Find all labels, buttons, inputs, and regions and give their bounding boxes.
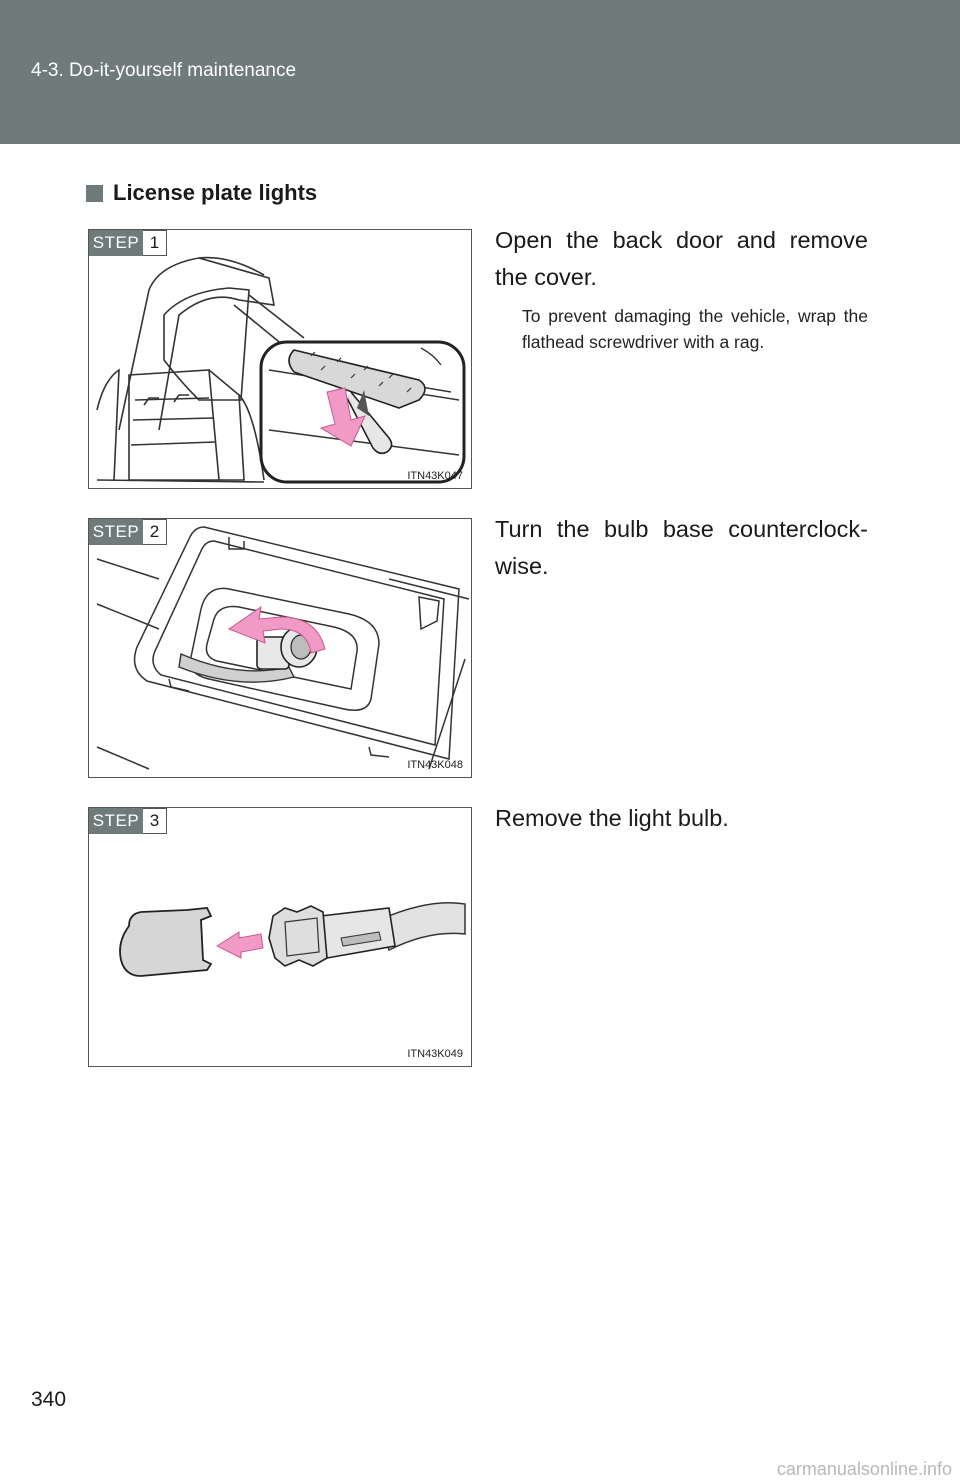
figure-code: ITN43K049	[407, 1048, 463, 1060]
heading-title: License plate lights	[113, 180, 318, 205]
step-3-figure: STEP 3 ITN43K049	[88, 807, 472, 1067]
step-label: STEP	[89, 519, 143, 545]
bulb-base-illustration	[96, 526, 470, 770]
step-label: STEP	[89, 230, 143, 256]
step-1-figure: STEP 1 ITN43K047	[88, 229, 472, 489]
square-bullet-icon	[86, 184, 103, 202]
watermark: carmanualsonline.info	[776, 1459, 952, 1479]
light-bulb-illustration	[119, 901, 466, 977]
step-2-figure: STEP 2 ITN43K048	[88, 518, 472, 778]
back-door-illustration	[96, 256, 466, 484]
figure-code: ITN43K048	[407, 759, 463, 771]
heading: License plate lights	[86, 180, 317, 206]
step-number: 1	[143, 230, 167, 256]
step-1-text: Open the back door and remove the cover.	[495, 227, 868, 290]
step-3-text: Remove the light bulb.	[495, 805, 729, 831]
page-number: 340	[31, 1388, 67, 1411]
step-label: STEP	[89, 808, 143, 834]
section-title: 4-3. Do-it-yourself maintenance	[31, 60, 297, 81]
page-header: 4-3. Do-it-yourself maintenance	[0, 0, 960, 144]
step-1-badge: STEP 1	[89, 230, 167, 256]
step-number: 2	[143, 519, 167, 545]
step-1-note: To prevent damaging the vehicle, wrap th…	[522, 306, 868, 352]
figure-code: ITN43K047	[407, 470, 463, 482]
step-number: 3	[143, 808, 167, 834]
step-3-badge: STEP 3	[89, 808, 167, 834]
step-2-text: Turn the bulb base counterclock-wise.	[495, 516, 868, 579]
step-2-badge: STEP 2	[89, 519, 167, 545]
